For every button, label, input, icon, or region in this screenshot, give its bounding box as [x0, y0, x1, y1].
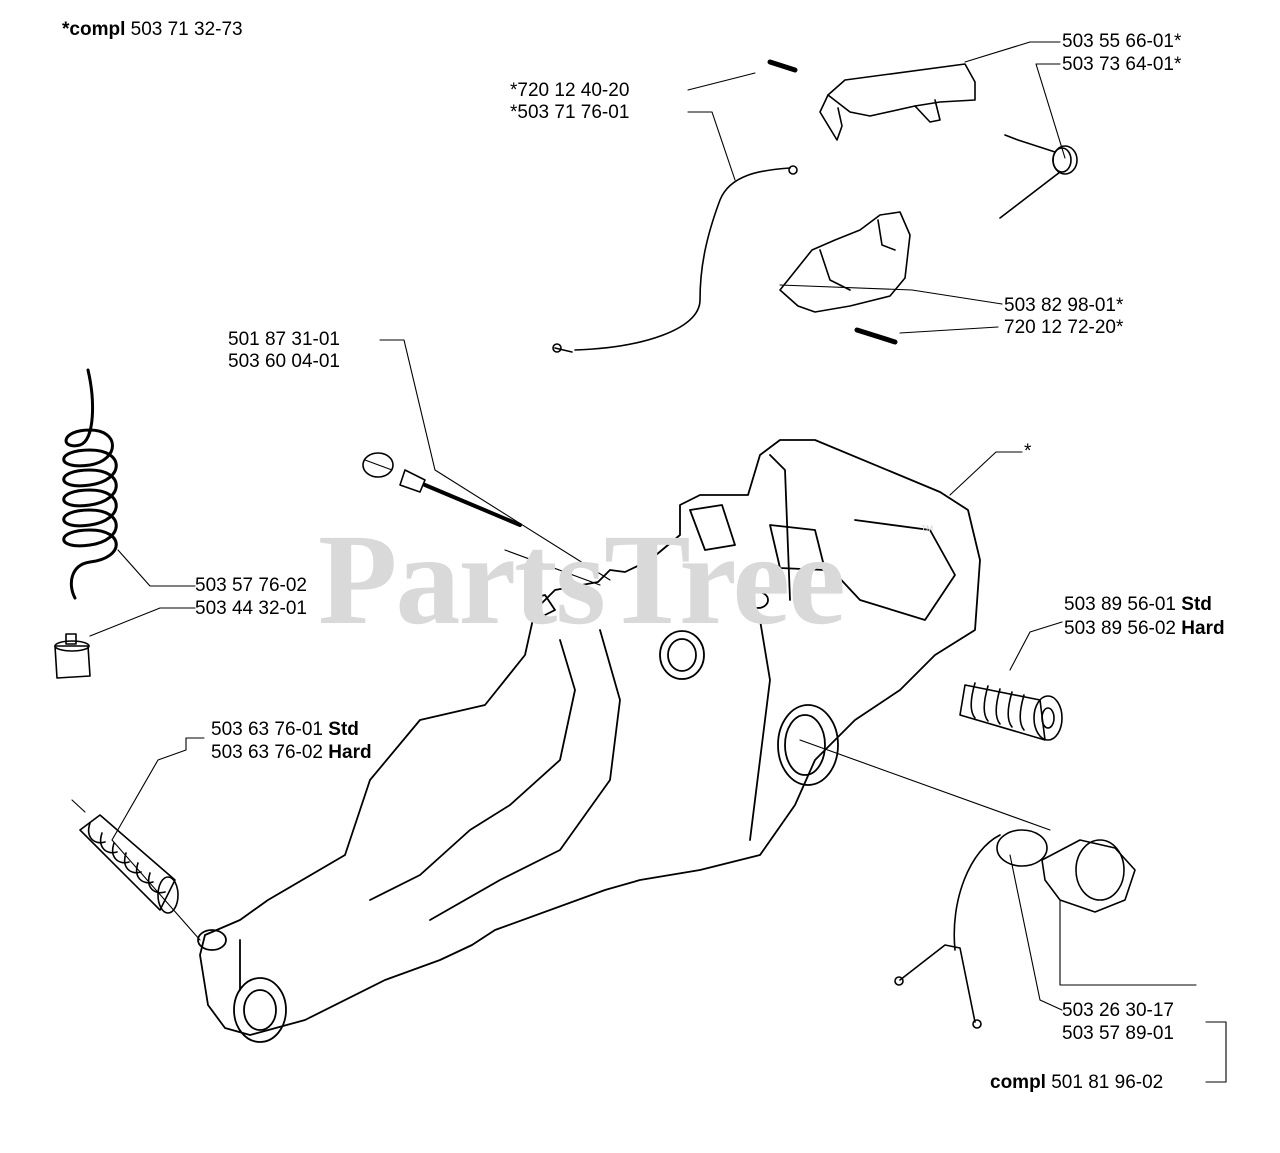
compl-bottom-number: 501 81 96-02 [1051, 1072, 1164, 1093]
part-label-503-73-64-01: 503 73 64-01* [1062, 54, 1182, 75]
part-variant: Std [1181, 594, 1212, 615]
part-label-503-71-76-01: *503 71 76-01 [510, 102, 630, 123]
av-buffer-right-part [959, 682, 1063, 741]
part-number: 503 63 76-01 [211, 719, 323, 740]
part-label-503-26-30-17: 503 26 30-17 [1062, 1000, 1174, 1021]
part-label-503-57-89-01: 503 57 89-01 [1062, 1023, 1174, 1044]
part-label-720-12-72-20: 720 12 72-20* [1004, 317, 1124, 338]
throttle-cable-part [552, 165, 798, 353]
av-buffer-left-part [71, 799, 179, 914]
part-label-asterisk: * [1024, 441, 1032, 462]
part-label-503-89-56-02-hard: 503 89 56-02 Hard [1064, 617, 1225, 641]
leader-lines [89, 41, 1227, 1083]
part-label-503-44-32-01: 503 44 32-01 [195, 598, 307, 619]
part-label-503-63-76-01-std: 503 63 76-01 Std [211, 718, 359, 742]
part-label-503-57-76-02: 503 57 76-02 [195, 575, 307, 596]
oil-filter-part [362, 452, 522, 527]
throttle-lockout-part [779, 211, 911, 345]
part-label-503-55-66-01: 503 55 66-01* [1062, 31, 1182, 52]
part-label-501-87-31-01: 501 87 31-01 [228, 329, 340, 350]
part-label-720-12-40-20: *720 12 40-20 [510, 80, 630, 101]
compl-top-prefix: *compl [62, 19, 126, 40]
part-variant: Hard [328, 742, 372, 763]
throttle-trigger-part [767, 59, 976, 141]
partstree-watermark: PartsTree [318, 508, 846, 652]
part-variant: Std [328, 719, 359, 740]
trigger-spring-part [999, 134, 1078, 219]
part-number: 503 63 76-02 [211, 742, 323, 763]
part-number: 503 89 56-02 [1064, 618, 1176, 639]
compl-bottom-label: compl 501 81 96-02 [990, 1071, 1163, 1095]
part-label-503-63-76-02-hard: 503 63 76-02 Hard [211, 741, 372, 765]
trademark-symbol: ™ [920, 522, 934, 538]
part-label-503-60-04-01: 503 60 04-01 [228, 351, 340, 372]
compl-top-label: *compl 503 71 32-73 [62, 18, 243, 42]
part-label-503-82-98-01: 503 82 98-01* [1004, 295, 1124, 316]
crankcase-body [197, 439, 981, 1043]
compl-top-number: 503 71 32-73 [130, 19, 243, 40]
fuel-filter-part [54, 633, 91, 679]
part-label-503-89-56-01-std: 503 89 56-01 Std [1064, 593, 1212, 617]
part-variant: Hard [1181, 618, 1225, 639]
fuel-hose-coil-part [62, 368, 118, 600]
compl-bottom-prefix: compl [990, 1072, 1046, 1093]
oil-cap-part [894, 829, 1136, 1029]
part-number: 503 89 56-01 [1064, 594, 1176, 615]
